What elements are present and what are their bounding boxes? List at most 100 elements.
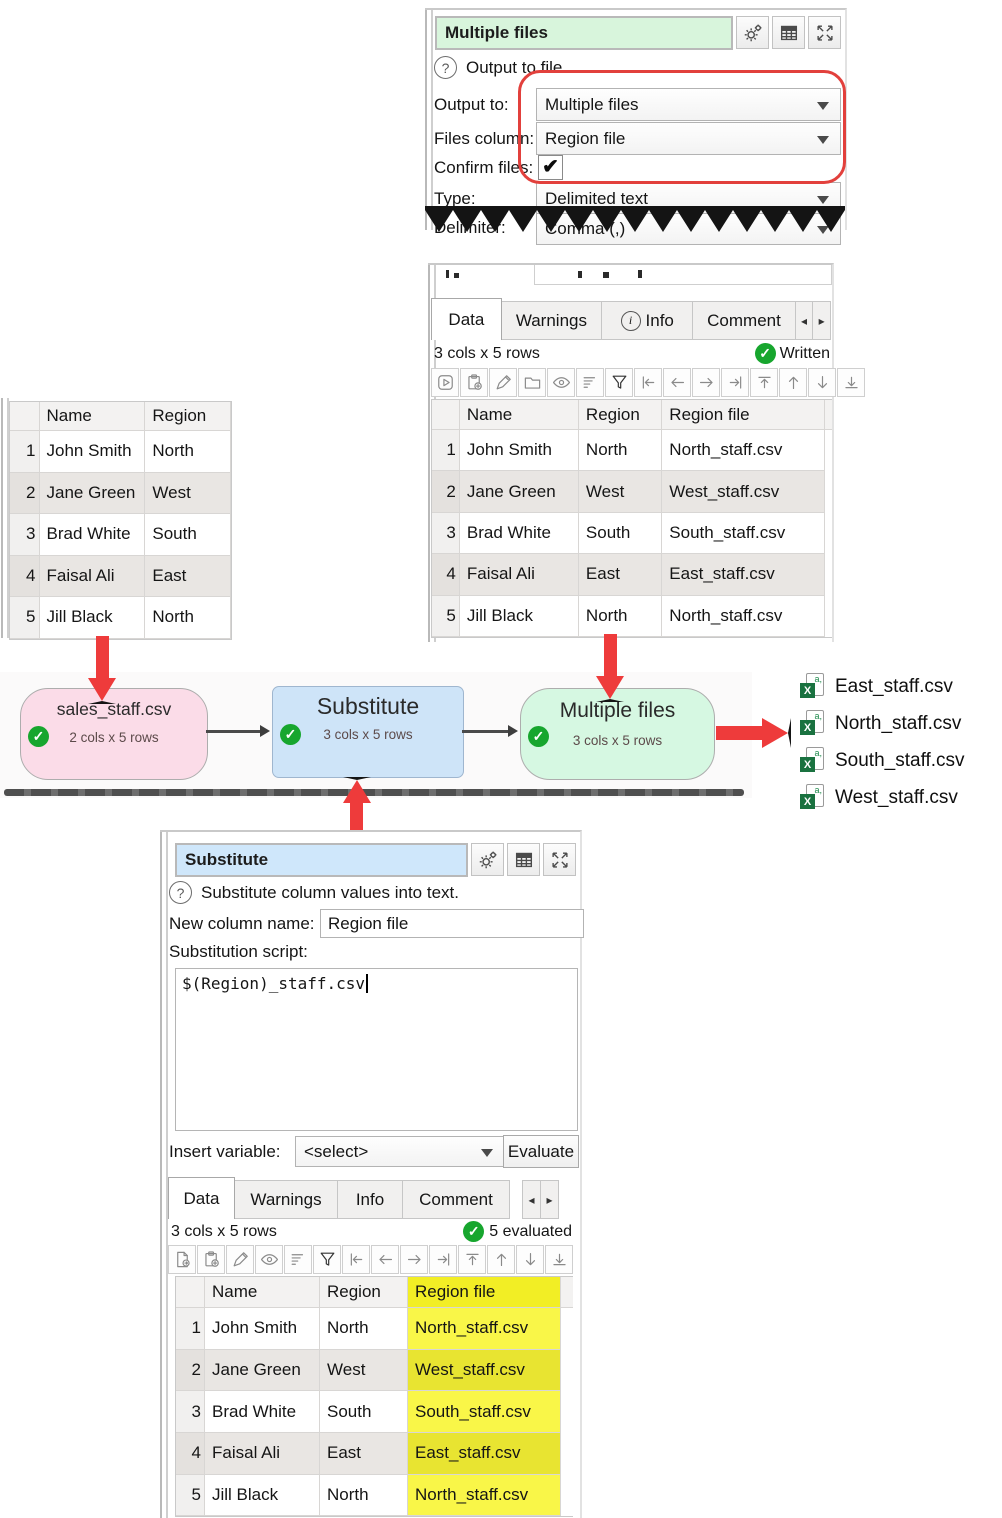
panel-left-edge xyxy=(160,832,168,1518)
node-sales-staff-csv[interactable]: sales_staff.csv 2 cols x 5 rows xyxy=(20,688,208,780)
annotation-arrowhead xyxy=(343,777,371,803)
prev-col-icon[interactable] xyxy=(663,368,691,397)
first-col-icon[interactable] xyxy=(634,368,662,397)
edit-icon[interactable] xyxy=(489,368,517,397)
tab-info[interactable]: Info xyxy=(338,1180,403,1219)
up-row-icon[interactable] xyxy=(487,1245,515,1274)
list-item: X South_staff.csv xyxy=(800,742,965,779)
prev-col-icon[interactable] xyxy=(371,1245,399,1274)
help-icon[interactable] xyxy=(169,881,192,904)
info-icon xyxy=(620,310,641,331)
status-check-icon xyxy=(463,1221,485,1242)
top-row-icon[interactable] xyxy=(750,368,778,397)
edit-icon[interactable] xyxy=(226,1245,254,1274)
tab-comment[interactable]: Comment xyxy=(403,1180,510,1219)
torn-partial-field xyxy=(534,265,832,285)
first-col-icon[interactable] xyxy=(342,1245,370,1274)
table-row: 2 Jane Green West West_staff.csv xyxy=(432,471,832,513)
bottom-row-icon[interactable] xyxy=(837,368,865,397)
tab-warnings[interactable]: Warnings xyxy=(501,301,603,340)
status-check-icon xyxy=(754,343,776,364)
maximize-icon[interactable] xyxy=(808,16,841,49)
bottom-row-icon[interactable] xyxy=(545,1245,573,1274)
flow-diagram: sales_staff.csv 2 cols x 5 rows Substitu… xyxy=(0,672,752,798)
table-row: 4 Faisal Ali East East_staff.csv xyxy=(176,1433,573,1475)
status-text: Written xyxy=(779,344,830,362)
play-icon[interactable] xyxy=(431,368,459,397)
filter-icon[interactable] xyxy=(313,1245,341,1274)
sort-rows-icon[interactable] xyxy=(284,1245,312,1274)
table-view-icon[interactable] xyxy=(507,843,541,876)
new-column-name-input[interactable]: Region file xyxy=(320,909,584,938)
tab-info[interactable]: Info xyxy=(602,301,694,340)
table-row: 1 John Smith North xyxy=(10,431,231,473)
output-to-dropdown[interactable]: Multiple files xyxy=(536,88,841,121)
annotation-arrow-up xyxy=(350,799,363,838)
annotation-arrowhead xyxy=(88,678,116,704)
top-row-icon[interactable] xyxy=(458,1245,486,1274)
next-col-icon[interactable] xyxy=(692,368,720,397)
files-column-label: Files column: xyxy=(434,128,535,148)
insert-variable-dropdown[interactable]: <select> xyxy=(295,1136,505,1167)
table-row: 3 Brad White South South_staff.csv xyxy=(176,1391,573,1434)
csv-file-icon: X xyxy=(800,747,824,774)
highlighted-column-header: Region file xyxy=(408,1277,561,1308)
eye-icon[interactable] xyxy=(547,368,575,397)
new-column-name-label: New column name: xyxy=(169,913,315,933)
connector-arrow-icon xyxy=(508,725,518,737)
table-row: 3 Brad White South xyxy=(10,514,231,556)
confirm-files-label: Confirm files: xyxy=(434,158,534,177)
paste-icon[interactable] xyxy=(197,1245,225,1274)
folder-icon[interactable] xyxy=(518,368,546,397)
gear-icon[interactable] xyxy=(471,843,505,876)
table-left-torn-edge xyxy=(1,398,9,638)
panel-title: Substitute xyxy=(175,843,469,877)
next-col-icon[interactable] xyxy=(400,1245,428,1274)
table-row: 3 Brad White South South_staff.csv xyxy=(432,512,832,555)
annotation-arrow-down xyxy=(96,636,109,679)
last-col-icon[interactable] xyxy=(721,368,749,397)
up-row-icon[interactable] xyxy=(779,368,807,397)
annotation-arrowhead xyxy=(762,718,791,748)
help-icon[interactable] xyxy=(434,56,457,79)
tab-data[interactable]: Data xyxy=(168,1177,235,1219)
evaluate-button[interactable]: Evaluate xyxy=(503,1135,579,1168)
eye-icon[interactable] xyxy=(255,1245,283,1274)
down-row-icon[interactable] xyxy=(516,1245,544,1274)
list-item: X West_staff.csv xyxy=(800,779,965,816)
filter-icon[interactable] xyxy=(605,368,633,397)
node-check-icon xyxy=(528,726,549,747)
paste-icon[interactable] xyxy=(460,368,488,397)
tab-warnings[interactable]: Warnings xyxy=(235,1180,338,1219)
tab-comment[interactable]: Comment xyxy=(693,301,796,340)
node-substitute[interactable]: Substitute 3 cols x 5 rows xyxy=(272,686,464,778)
tab-scroll-left-icon[interactable] xyxy=(795,301,814,340)
down-row-icon[interactable] xyxy=(808,368,836,397)
sort-rows-icon[interactable] xyxy=(576,368,604,397)
status-text: 5 evaluated xyxy=(489,1222,572,1240)
type-label: Type: xyxy=(434,188,476,208)
new-doc-icon[interactable] xyxy=(168,1245,196,1274)
tab-scroll-left-icon[interactable] xyxy=(522,1180,541,1219)
dims-text: 3 cols x 5 rows xyxy=(434,344,540,362)
list-item: X North_staff.csv xyxy=(800,705,965,742)
panel-left-edge xyxy=(425,10,433,230)
table-view-icon[interactable] xyxy=(772,16,806,49)
tab-scroll-right-icon[interactable] xyxy=(541,1180,559,1219)
csv-file-icon: X xyxy=(800,710,824,737)
node-check-icon xyxy=(280,724,301,745)
maximize-icon[interactable] xyxy=(543,843,577,876)
node-multiple-files[interactable]: Multiple files 3 cols x 5 rows xyxy=(520,688,715,780)
tab-scroll-right-icon[interactable] xyxy=(813,301,832,340)
list-item: X East_staff.csv xyxy=(800,668,965,705)
tab-data[interactable]: Data xyxy=(431,298,502,340)
gear-icon[interactable] xyxy=(736,16,770,49)
node-check-icon xyxy=(28,726,49,747)
csv-file-icon: X xyxy=(800,673,824,700)
torn-edge-band xyxy=(4,789,744,796)
torn-edge-zigzag xyxy=(425,206,845,232)
files-column-dropdown[interactable]: Region file xyxy=(536,122,841,155)
insert-variable-label: Insert variable: xyxy=(169,1141,281,1161)
last-col-icon[interactable] xyxy=(429,1245,457,1274)
substitution-script-textarea[interactable]: $(Region)_staff.csv xyxy=(175,968,578,1131)
